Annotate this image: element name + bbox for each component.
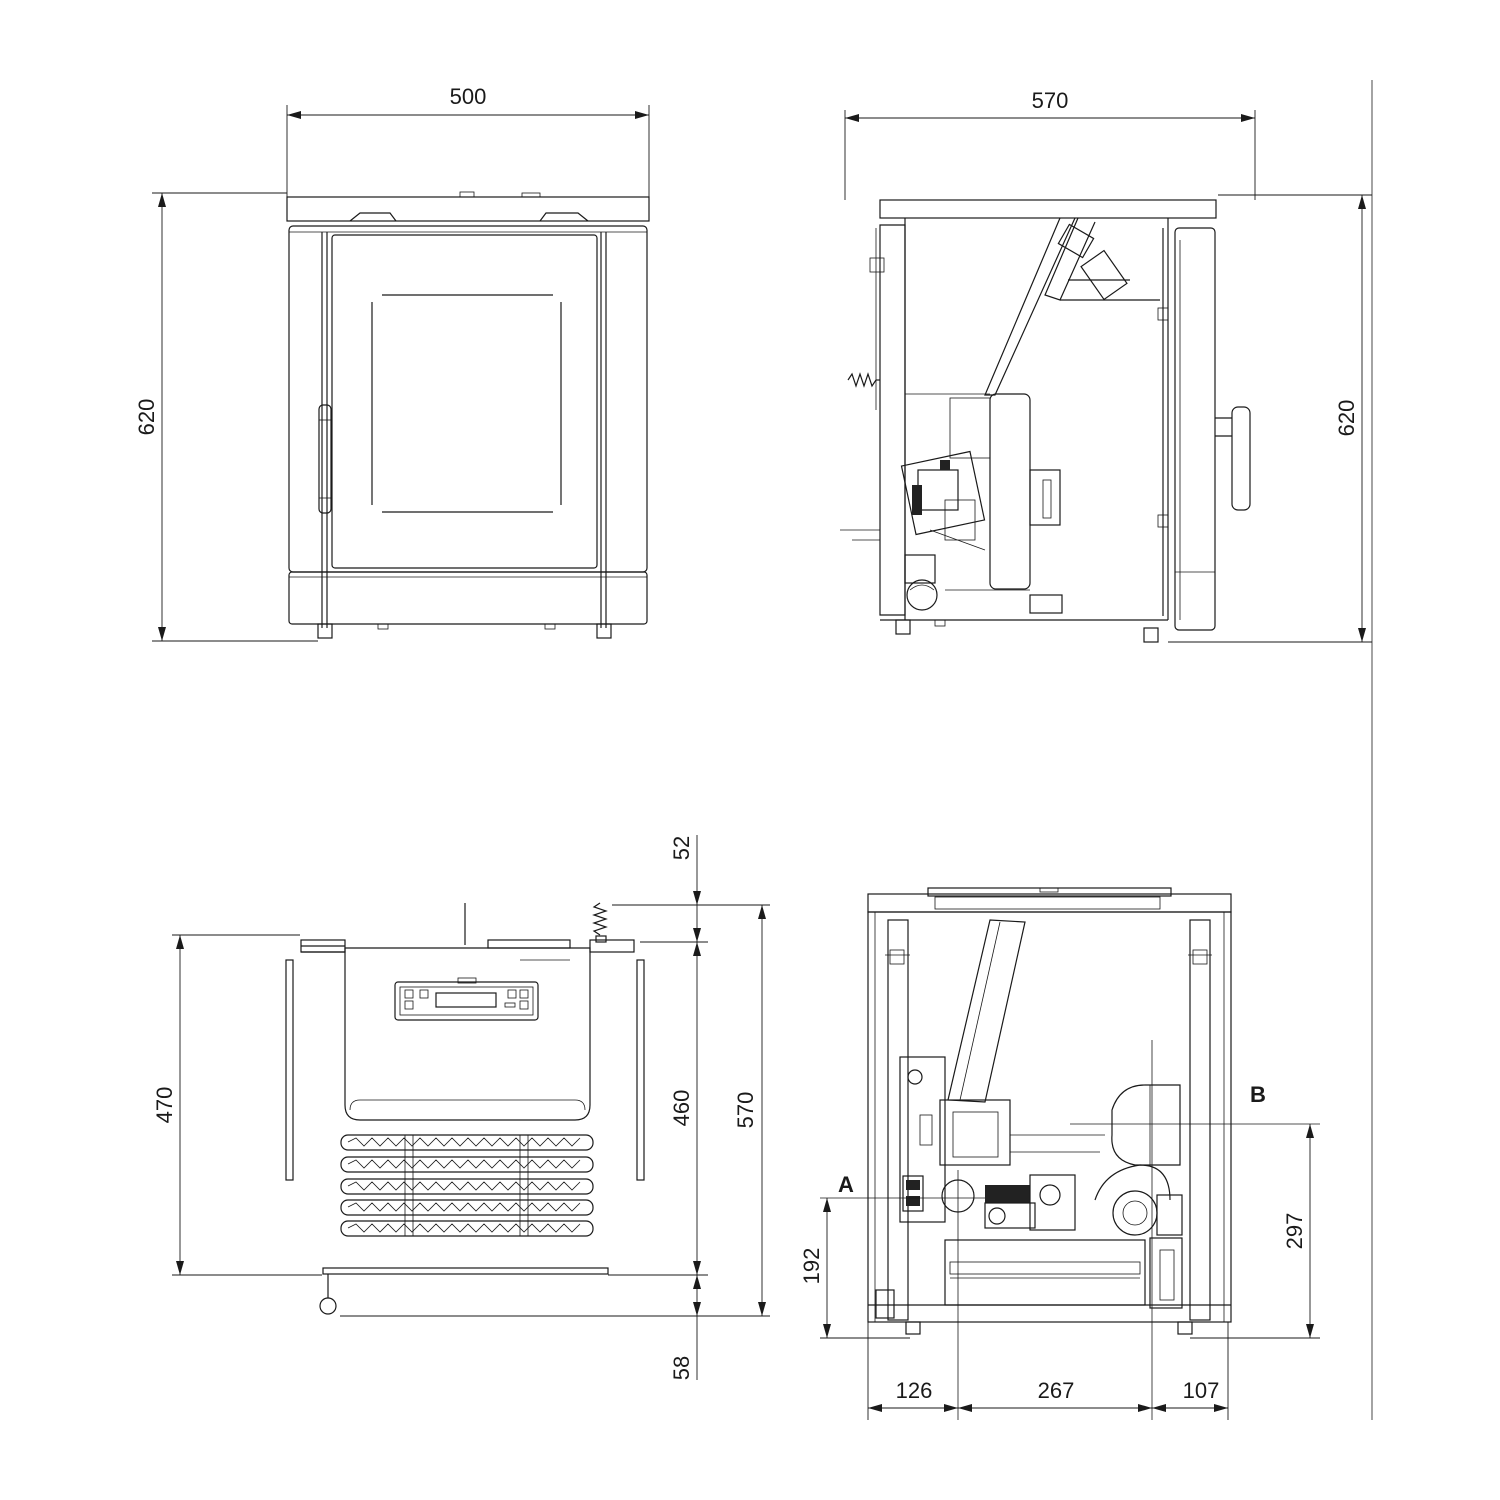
fan-icon: [904, 554, 938, 611]
top-overall-label: 470: [152, 1087, 177, 1124]
total-depth-label: 570: [733, 1092, 758, 1129]
knob-icon: [319, 1297, 337, 1315]
control-panel: [394, 977, 539, 1021]
top-depth-dimensions: 52 460 570 58: [340, 835, 770, 1380]
a-height-label: 192: [799, 1248, 824, 1285]
exhaust-fan-icon: [1094, 1164, 1183, 1236]
top-overall-dimension: 470: [152, 934, 322, 1276]
point-a-label: A: [838, 1172, 854, 1197]
left-offset-label: 126: [896, 1378, 933, 1403]
side-height-dimension: 620: [1168, 194, 1372, 643]
body-depth-label: 460: [669, 1090, 694, 1127]
button-icon: [404, 1000, 414, 1010]
bottom-offset-label: 58: [669, 1356, 694, 1380]
button-icon: [419, 989, 429, 999]
door-handle-icon: [1215, 406, 1251, 511]
power-switch-icon: [902, 1175, 924, 1212]
fuse-icon: [907, 1069, 923, 1085]
front-width-dimension: 500: [286, 84, 650, 197]
front-height-label: 620: [134, 399, 159, 436]
flue-outlet-icon: [1111, 1084, 1181, 1166]
button-icon: [507, 989, 517, 999]
rear-horizontal-dimensions: 126 267 107: [867, 1322, 1229, 1420]
point-b-label: B: [1250, 1082, 1266, 1107]
side-height-label: 620: [1334, 400, 1359, 437]
side-depth-label: 570: [1032, 88, 1069, 113]
middle-span-label: 267: [1038, 1378, 1075, 1403]
led-icon: [504, 1002, 516, 1008]
top-offset-label: 52: [669, 836, 694, 860]
spring-icon: [592, 902, 608, 943]
a-height-dimension: 192: [799, 1198, 910, 1339]
right-offset-label: 107: [1183, 1378, 1220, 1403]
spring-icon: [847, 372, 880, 388]
top-view: [285, 902, 645, 1315]
front-width-label: 500: [450, 84, 487, 109]
auger-motor-icon: [900, 450, 986, 551]
button-icon: [404, 989, 414, 999]
front-view: [286, 191, 650, 639]
b-height-label: 297: [1282, 1213, 1307, 1250]
front-height-dimension: 620: [134, 192, 318, 642]
motor-icon: [984, 1174, 1076, 1231]
button-icon: [519, 1000, 529, 1010]
b-height-dimension: 297: [1190, 1124, 1320, 1339]
rear-view: [820, 887, 1320, 1420]
button-icon: [519, 989, 529, 999]
vent-grille: [340, 1134, 594, 1237]
side-depth-dimension: 570: [844, 88, 1256, 200]
side-view: [840, 199, 1251, 643]
